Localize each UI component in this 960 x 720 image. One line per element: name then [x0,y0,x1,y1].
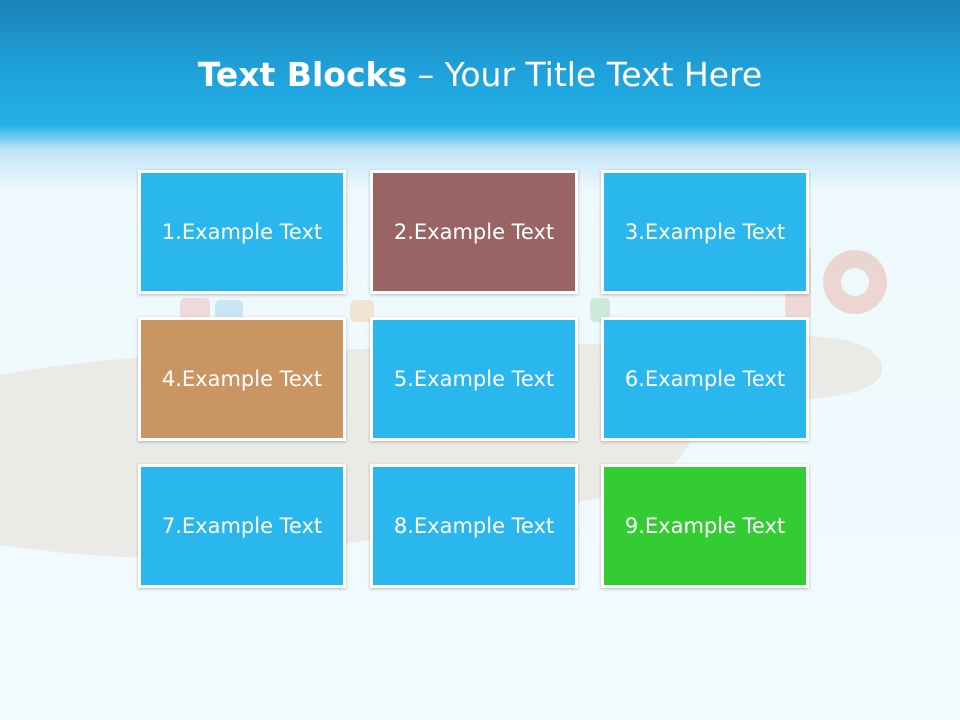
text-block-label: 8.Example Text [393,514,555,538]
text-block-grid: 1.Example Text 2.Example Text 3.Example … [138,170,816,594]
text-block-label: 6.Example Text [624,367,786,391]
text-block-2[interactable]: 2.Example Text [370,170,578,294]
text-block-4[interactable]: 4.Example Text [138,317,346,441]
text-block-label: 4.Example Text [161,367,323,391]
title-subtitle-part: Your Title Text Here [444,55,763,94]
text-block-label: 9.Example Text [624,514,786,538]
text-block-5[interactable]: 5.Example Text [370,317,578,441]
text-block-3[interactable]: 3.Example Text [601,170,809,294]
slide-title: Text Blocks – Your Title Text Here [0,52,960,98]
title-bold-part: Text Blocks [197,55,408,94]
text-block-label: 3.Example Text [624,220,786,244]
text-block-label: 2.Example Text [393,220,555,244]
text-block-label: 1.Example Text [161,220,323,244]
text-block-label: 5.Example Text [393,367,555,391]
text-block-1[interactable]: 1.Example Text [138,170,346,294]
text-block-6[interactable]: 6.Example Text [601,317,809,441]
text-block-9[interactable]: 9.Example Text [601,464,809,588]
text-block-label: 7.Example Text [161,514,323,538]
title-dash: – [407,55,445,94]
text-block-8[interactable]: 8.Example Text [370,464,578,588]
text-block-7[interactable]: 7.Example Text [138,464,346,588]
